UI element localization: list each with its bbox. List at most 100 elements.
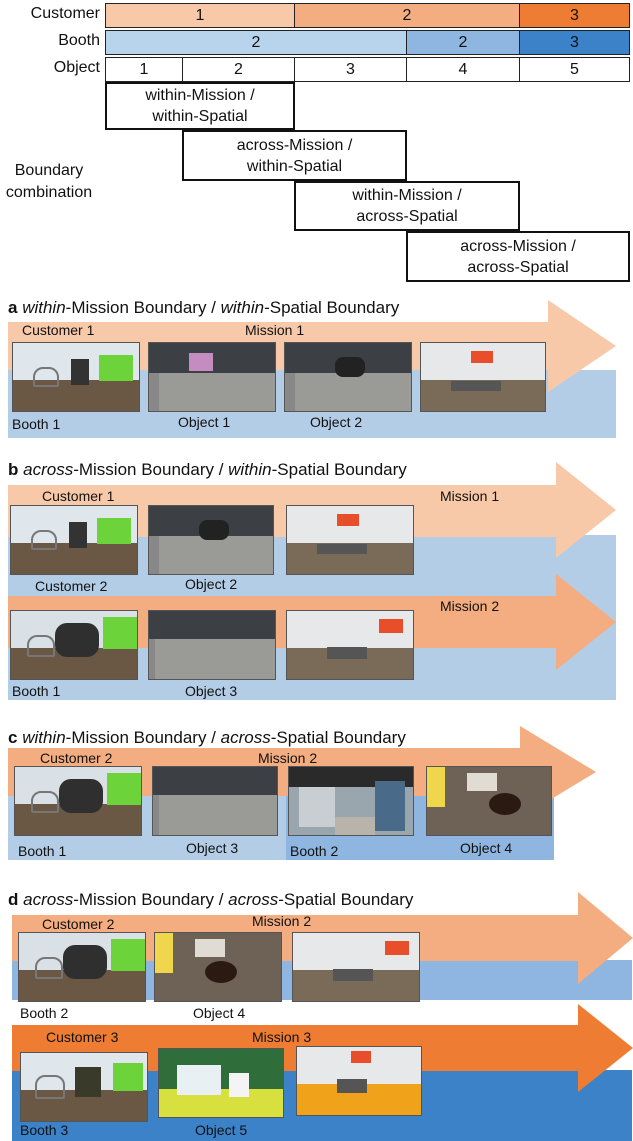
panel-b-title-p4: -Spatial Boundary (271, 460, 407, 479)
panel-b-title-p1: across (23, 460, 74, 479)
panel-c-customer-label: Customer 2 (40, 750, 113, 766)
panel-c-title-p2: -Mission Boundary / (65, 728, 221, 747)
combo-across-across: across-Mission / across-Spatial (406, 231, 630, 282)
row-label-object: Object (53, 59, 100, 76)
panel-d-mission3-arrowhead (578, 1004, 633, 1092)
panel-c-object4-label: Object 4 (460, 840, 513, 856)
panel-d-letter: d (8, 890, 19, 909)
object-cell-1: 1 (105, 57, 183, 82)
panel-d-title: d across-Mission Boundary / across-Spati… (8, 890, 413, 910)
panel-b-mission1-arrowhead (556, 462, 616, 558)
panel-a-object2-label: Object 2 (310, 414, 363, 430)
panel-d-title-p3: across (228, 890, 279, 909)
panel-a-title-p2: -Mission Boundary / (65, 298, 221, 317)
panel-c-object4-screenshot (426, 766, 552, 836)
panel-b-title-p2: -Mission Boundary / (73, 460, 229, 479)
panel-d-booth2-screenshot (292, 932, 420, 1002)
panel-a-customer-label: Customer 1 (22, 322, 95, 338)
panel-b-title-p3: within (228, 460, 272, 479)
panel-b-object2-screenshot (148, 505, 274, 575)
panel-a-letter: a (8, 298, 18, 317)
combo-within-within: within-Mission / within-Spatial (105, 82, 295, 130)
combo-4-line1: across-Mission / (460, 237, 576, 255)
panel-b-booth-screenshot-1 (286, 505, 414, 575)
combo-within-across: within-Mission / across-Spatial (294, 181, 520, 231)
panel-c-object3-screenshot (152, 766, 278, 836)
panel-a-title: a within-Mission Boundary / within-Spati… (8, 298, 399, 318)
panel-b-booth-label: Booth 1 (12, 683, 61, 699)
object-cell-3: 3 (294, 57, 407, 82)
combo-1-line1: within-Mission / (145, 87, 255, 104)
panel-c-booth2-label: Booth 2 (290, 843, 339, 859)
panel-d-title-p1: across (23, 890, 74, 909)
panel-b-mission2-arrowhead (556, 574, 616, 670)
panel-b-object3-screenshot (148, 610, 276, 680)
row-label-booth: Booth (58, 32, 100, 49)
panel-c-title-p3: across (220, 728, 271, 747)
panel-d-title-p2: -Mission Boundary / (73, 890, 229, 909)
panel-b-customer2-label: Customer 2 (35, 578, 108, 594)
panel-d-customer3-screenshot (20, 1052, 148, 1122)
panel-c-title: c within-Mission Boundary / across-Spati… (8, 728, 406, 748)
panel-a-title-p1: within (22, 298, 66, 317)
panel-d-customer3-label: Customer 3 (46, 1029, 119, 1045)
combo-across-within: across-Mission / within-Spatial (182, 130, 407, 181)
booth-cell-3: 3 (519, 30, 630, 55)
panel-b-booth-screenshot-2 (286, 610, 414, 680)
panel-b-customer1-label: Customer 1 (42, 488, 115, 504)
panel-b-customer1-screenshot (10, 505, 138, 575)
combo-1-line2: within-Spatial (152, 108, 248, 125)
combo-2-line1: across-Mission / (236, 136, 353, 154)
panel-a-object2-screenshot (284, 342, 412, 412)
object-cell-4: 4 (406, 57, 520, 82)
panel-b-mission1-label: Mission 1 (440, 488, 500, 504)
object-cell-5: 5 (519, 57, 630, 82)
object-cell-2: 2 (182, 57, 295, 82)
panel-a-customer-screenshot (12, 342, 140, 412)
panel-b-customer2-screenshot (10, 610, 138, 680)
panel-a-object1-screenshot (148, 342, 276, 412)
booth-cell-1: 2 (105, 30, 407, 55)
panel-d-booth3-label: Booth 3 (20, 1122, 69, 1138)
panel-d-customer2-screenshot (18, 932, 146, 1002)
customer-cell-2: 2 (294, 3, 520, 28)
panel-a-mission-label: Mission 1 (245, 322, 305, 338)
panel-c-customer-screenshot (14, 766, 142, 836)
panel-b-object3-label: Object 3 (185, 683, 238, 699)
combo-label-line2: combination (5, 184, 93, 201)
panel-d-customer2-label: Customer 2 (42, 916, 115, 932)
booth-cell-2: 2 (406, 30, 520, 55)
panel-d-object4-screenshot (154, 932, 282, 1002)
panel-c-object3-label: Object 3 (186, 840, 239, 856)
combo-3-line1: within-Mission / (352, 187, 462, 204)
row-label-customer: Customer (30, 5, 100, 22)
panel-d-mission2-label: Mission 2 (252, 913, 312, 929)
panel-c-mission-label: Mission 2 (258, 750, 318, 766)
panel-d-title-p4: -Spatial Boundary (278, 890, 414, 909)
panel-a-object1-label: Object 1 (178, 414, 231, 430)
panel-b-title: b across-Mission Boundary / within-Spati… (8, 460, 407, 480)
panel-a-title-p4: -Spatial Boundary (264, 298, 400, 317)
panel-a-title-p3: within (220, 298, 265, 317)
panel-c-booth1-label: Booth 1 (18, 843, 67, 859)
panel-c-title-p4: -Spatial Boundary (270, 728, 406, 747)
boundary-combination-label: Boundary combination (0, 160, 98, 204)
combo-4-line2: across-Spatial (467, 258, 569, 276)
panel-d-mission2-arrowhead (578, 892, 633, 984)
panel-b-letter: b (8, 460, 19, 479)
customer-cell-3: 3 (519, 3, 630, 28)
panel-a-arrowhead (548, 300, 616, 392)
panel-d-booth3-screenshot (296, 1046, 422, 1116)
customer-cell-1: 1 (105, 3, 295, 28)
panel-d-object5-label: Object 5 (195, 1122, 248, 1138)
panel-c-title-p1: within (22, 728, 66, 747)
panel-d-mission3-label: Mission 3 (252, 1029, 312, 1045)
panel-d-object4-label: Object 4 (193, 1005, 246, 1021)
panel-d-object5-screenshot (158, 1048, 284, 1118)
combo-label-line1: Boundary (14, 162, 84, 179)
combo-2-line2: within-Spatial (246, 157, 343, 175)
combo-3-line2: across-Spatial (356, 208, 458, 225)
panel-c-letter: c (8, 728, 18, 747)
panel-a-booth-label: Booth 1 (12, 416, 61, 432)
panel-d-booth2-label: Booth 2 (20, 1005, 69, 1021)
